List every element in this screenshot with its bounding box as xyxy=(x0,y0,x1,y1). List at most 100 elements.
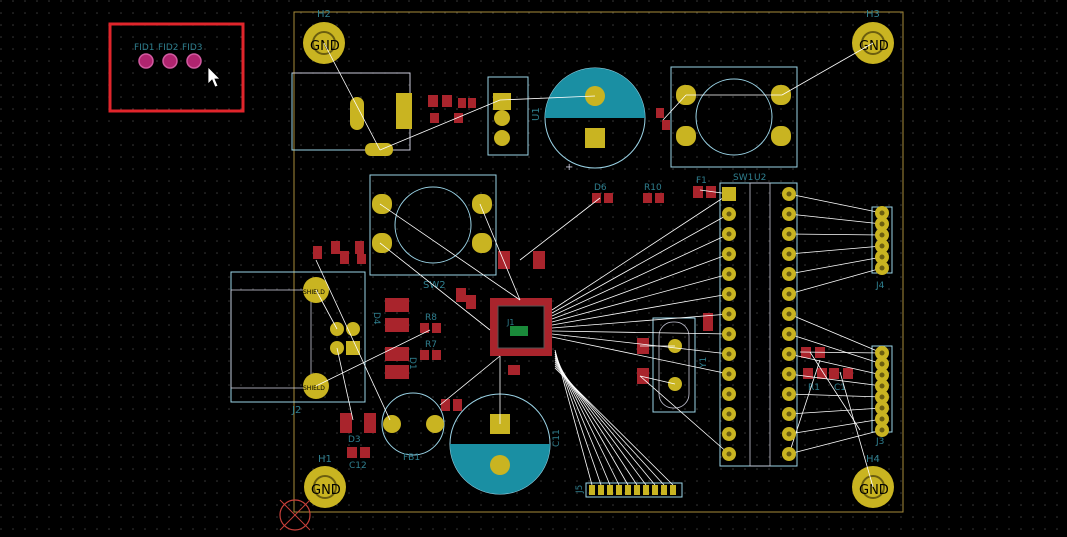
capacitor-c11[interactable]: C11 xyxy=(449,393,562,495)
capacitor-top[interactable]: + xyxy=(544,67,646,173)
j1-ref: J1 xyxy=(506,318,514,327)
j4-pin-drill xyxy=(879,210,885,216)
ratsnest-line xyxy=(788,373,883,387)
j5-pin[interactable] xyxy=(589,485,595,495)
j4-pin-drill xyxy=(879,265,885,271)
h2-ref: H2 xyxy=(317,9,331,20)
fb1-ref: FB1 xyxy=(403,453,420,463)
r7-ref: R7 xyxy=(425,340,437,350)
j3-pin-drill xyxy=(879,405,885,411)
ratsnest-line xyxy=(781,42,874,96)
chip-u2[interactable]: SW1 U2 xyxy=(719,173,798,467)
ratsnest-line xyxy=(788,245,883,255)
j3-pin-drill xyxy=(879,372,885,378)
u2-pin-right-drill xyxy=(786,331,792,337)
ratsnest-line xyxy=(323,42,381,151)
u2-ref: U2 xyxy=(754,173,766,183)
smd-group-usb[interactable]: D4 D1 R8 R7 xyxy=(313,241,476,411)
u2-pin-right-drill xyxy=(786,211,792,217)
ratsnest-line xyxy=(788,393,883,398)
cursor-icon xyxy=(207,66,221,88)
fid1-label: FID1 xyxy=(134,43,155,53)
ratsnest-line xyxy=(551,213,730,314)
u2-pin-left-drill xyxy=(726,331,732,337)
u2-pin-right-drill xyxy=(786,271,792,277)
j5-pin[interactable] xyxy=(670,485,676,495)
ratsnest-line xyxy=(379,242,491,331)
ratsnest-line xyxy=(788,429,883,455)
j5-pin[interactable] xyxy=(643,485,649,495)
u2-pin-right-drill xyxy=(786,191,792,197)
h4-label: GND xyxy=(859,483,889,498)
fiducials[interactable]: FID1 FID2 FID3 xyxy=(134,43,203,69)
selection-box[interactable] xyxy=(108,22,245,113)
ratsnest xyxy=(315,42,883,488)
j3-pin-drill xyxy=(879,416,885,422)
u2-pin-right-drill xyxy=(786,391,792,397)
u2-pin-left[interactable] xyxy=(722,187,736,201)
u2-pin-right-drill xyxy=(786,431,792,437)
switch-sw2[interactable]: SW2 xyxy=(369,174,497,291)
ratsnest-line xyxy=(379,203,521,301)
u2-pin-right-drill xyxy=(786,291,792,297)
d3-ref: D3 xyxy=(348,435,361,445)
generated-pads[interactable] xyxy=(589,187,889,495)
h4-ref: H4 xyxy=(866,454,880,465)
f1-ref: F1 xyxy=(696,176,707,186)
j4-ref: J4 xyxy=(875,281,885,291)
fid2-label: FID2 xyxy=(158,43,179,53)
c11-ref: C11 xyxy=(552,429,562,447)
smd-group-top[interactable] xyxy=(428,95,476,123)
j2-ref: J2 xyxy=(291,405,301,416)
mounting-hole-h1[interactable]: H1 GND xyxy=(304,454,346,508)
smd-row-mid[interactable]: D6 R10 F1 xyxy=(592,176,716,203)
connector-j5[interactable]: J5 xyxy=(575,482,683,498)
ratsnest-line xyxy=(379,99,501,151)
regulator-u1[interactable]: U1 xyxy=(487,76,542,156)
origin-marker xyxy=(279,499,311,531)
j5-pin[interactable] xyxy=(661,485,667,495)
fid3-label: FID3 xyxy=(182,43,203,53)
ratsnest-line xyxy=(315,329,431,387)
h3-ref: H3 xyxy=(866,9,880,20)
j4-pin-drill xyxy=(879,221,885,227)
j3-pin-drill xyxy=(879,427,885,433)
power-jack[interactable] xyxy=(291,72,412,156)
j5-pin[interactable] xyxy=(616,485,622,495)
j5-pin[interactable] xyxy=(598,485,604,495)
j5-pin[interactable] xyxy=(625,485,631,495)
fiducial-2[interactable] xyxy=(162,53,178,69)
fiducial-3[interactable] xyxy=(186,53,202,69)
j3-pin-drill xyxy=(879,383,885,389)
microcontroller[interactable] xyxy=(490,251,552,375)
ferrite-fb1[interactable]: FB1 xyxy=(381,392,445,463)
r8-ref: R8 xyxy=(425,313,437,323)
j3-pin-drill xyxy=(879,350,885,356)
j5-pin[interactable] xyxy=(607,485,613,495)
ratsnest-line xyxy=(662,94,687,121)
u2-pin-right-drill xyxy=(786,371,792,377)
c12-ref: C12 xyxy=(349,461,367,471)
ratsnest-line xyxy=(788,333,883,365)
svg-text:+: + xyxy=(565,162,573,173)
ratsnest-line xyxy=(788,193,883,214)
ratsnest-line xyxy=(788,233,883,236)
u2-pin-left-drill xyxy=(726,351,732,357)
ratsnest-line xyxy=(551,293,730,326)
y1-ref: Y1 xyxy=(699,357,709,369)
ratsnest-line xyxy=(788,407,883,415)
fiducial-1[interactable] xyxy=(138,53,154,69)
u2-pin-right-drill xyxy=(786,411,792,417)
j5-pin[interactable] xyxy=(652,485,658,495)
j4-pin-drill xyxy=(879,254,885,260)
shield1-label: SHIELD xyxy=(303,289,325,296)
d6-ref: D6 xyxy=(594,183,607,193)
j5-pin[interactable] xyxy=(634,485,640,495)
u2-pin-left-drill xyxy=(726,451,732,457)
u1-ref: U1 xyxy=(531,107,542,121)
board-edge[interactable] xyxy=(293,11,904,513)
r10-ref: R10 xyxy=(644,183,662,193)
ratsnest-line xyxy=(519,197,601,261)
smd-d3-c12[interactable]: D3 C12 xyxy=(340,413,376,471)
